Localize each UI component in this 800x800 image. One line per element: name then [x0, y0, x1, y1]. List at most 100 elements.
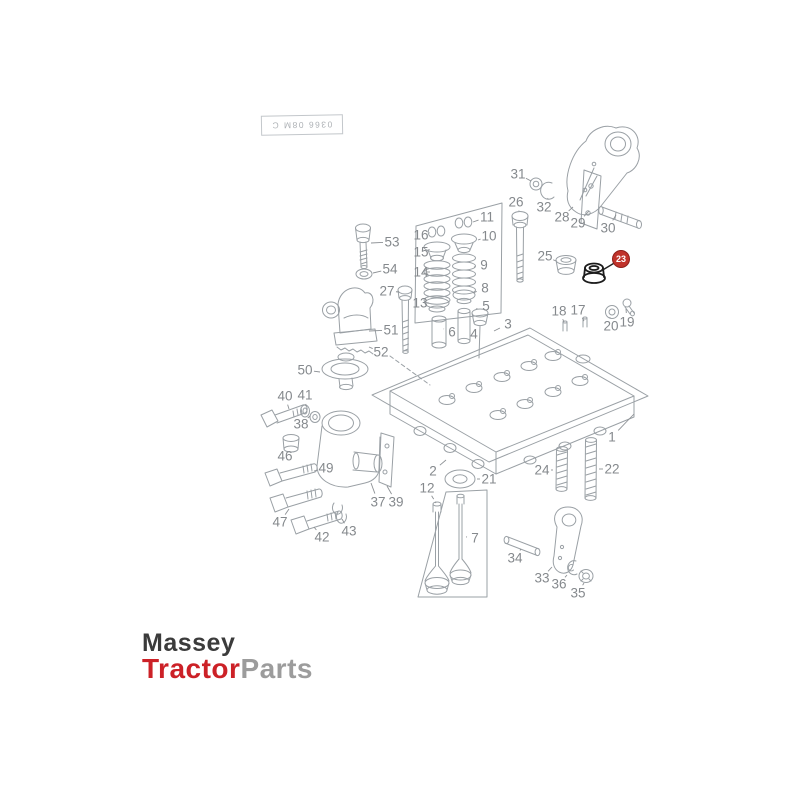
part-label-19: 19	[619, 315, 634, 330]
leader-line-35	[582, 582, 585, 586]
thermostat-housing-51	[322, 287, 378, 355]
leader-line-50	[313, 370, 321, 373]
clips-43	[331, 502, 347, 524]
spring-panel	[414, 202, 503, 324]
part-label-52: 52	[373, 345, 388, 360]
part-label-15: 15	[413, 245, 428, 260]
part-label-43: 43	[341, 524, 356, 539]
part-label-9: 9	[480, 258, 488, 273]
lifting-bracket-28	[566, 125, 640, 216]
bolt-27	[397, 285, 413, 354]
leader-line-28	[568, 206, 574, 212]
part-label-2: 2	[429, 464, 437, 479]
valve-7	[449, 493, 472, 586]
part-label-47: 47	[272, 515, 287, 530]
part-label-11: 11	[480, 210, 494, 225]
leader-line-40	[287, 404, 290, 410]
part-label-41: 41	[297, 388, 312, 403]
plate-29	[580, 169, 602, 230]
part-label-50: 50	[297, 363, 312, 378]
leader-line-2	[439, 459, 447, 466]
leader-line-39	[386, 485, 392, 495]
part-label-53: 53	[384, 235, 399, 250]
part-label-22: 22	[604, 462, 619, 477]
stamp-text: 0366 08M C	[271, 119, 333, 131]
part-label-33: 33	[534, 571, 549, 586]
part-label-25: 25	[537, 249, 552, 264]
leader-line-23	[600, 262, 615, 272]
leader-line-10	[477, 238, 481, 241]
part-label-18: 18	[551, 304, 566, 319]
leader-line-54	[372, 270, 382, 274]
head-gasket-outline	[371, 327, 649, 463]
part-label-13: 13	[412, 296, 427, 311]
part-label-16: 16	[413, 228, 428, 243]
highlighted-nut-23	[582, 262, 606, 284]
part-label-32: 32	[536, 200, 551, 215]
leader-line-47	[284, 508, 290, 515]
valve-spring-stack-left	[423, 225, 451, 313]
brand-line2: TractorParts	[142, 655, 313, 683]
part-label-37: 37	[370, 495, 385, 510]
leader-line-42	[313, 526, 317, 531]
brand-logo: Massey TractorParts	[142, 631, 313, 683]
seal-cup-25	[555, 255, 577, 275]
leader-line-12	[431, 495, 437, 504]
leader-line-1	[617, 413, 635, 431]
clip-41	[300, 404, 310, 418]
part-label-35: 35	[570, 586, 585, 601]
bolt-53	[355, 223, 371, 269]
nut-bolt-cluster	[605, 298, 635, 319]
part-label-51: 51	[383, 323, 398, 338]
part-label-5: 5	[482, 299, 490, 314]
head-top-details	[438, 316, 591, 420]
part-label-8: 8	[481, 281, 489, 296]
valve-panel	[417, 489, 488, 598]
part-label-4: 4	[470, 327, 478, 342]
leader-line-30	[612, 214, 617, 221]
leader-line-53	[370, 241, 384, 244]
bolt-26	[511, 211, 529, 283]
part-label-30: 30	[600, 221, 615, 236]
brand-tractor: Tractor	[142, 653, 241, 684]
leader-line-33	[547, 566, 553, 572]
valve-spring-stack-right	[451, 216, 477, 305]
part-label-6: 6	[448, 325, 456, 340]
stud-22	[584, 437, 597, 501]
nut-31	[529, 177, 543, 191]
leader-line-29	[583, 210, 590, 217]
brand-parts: Parts	[240, 653, 313, 684]
part-label-27: 27	[379, 284, 394, 299]
part-label-38: 38	[293, 417, 308, 432]
leader-line-31	[525, 177, 532, 182]
part-label-24: 24	[534, 463, 550, 478]
part-label-7: 7	[471, 531, 479, 546]
part-label-54: 54	[382, 262, 398, 277]
part-label-26: 26	[508, 195, 523, 210]
leader-line-49	[313, 469, 318, 472]
leader-line-3	[493, 327, 501, 332]
valve-guides	[431, 307, 489, 359]
part-label-12: 12	[419, 481, 434, 496]
clip-32	[540, 181, 555, 200]
part-label-49: 49	[318, 461, 333, 476]
part-label-29: 29	[570, 216, 585, 231]
stud-30	[598, 206, 642, 229]
part-label-1: 1	[608, 430, 616, 445]
part-label-34: 34	[507, 551, 523, 566]
head-front-ports	[413, 426, 607, 469]
brand-line1: Massey	[142, 629, 236, 657]
plate-39	[378, 432, 395, 488]
seal-ring-21	[444, 469, 476, 489]
bracket-33	[552, 506, 583, 574]
leader-line-11	[472, 219, 479, 223]
outlet-body-37	[316, 410, 383, 488]
sleeve-46	[282, 434, 300, 453]
leader-line-51	[368, 329, 383, 332]
leader-line-37	[370, 482, 376, 494]
leader-line-34	[519, 548, 522, 551]
part-label-31: 31	[510, 167, 525, 182]
